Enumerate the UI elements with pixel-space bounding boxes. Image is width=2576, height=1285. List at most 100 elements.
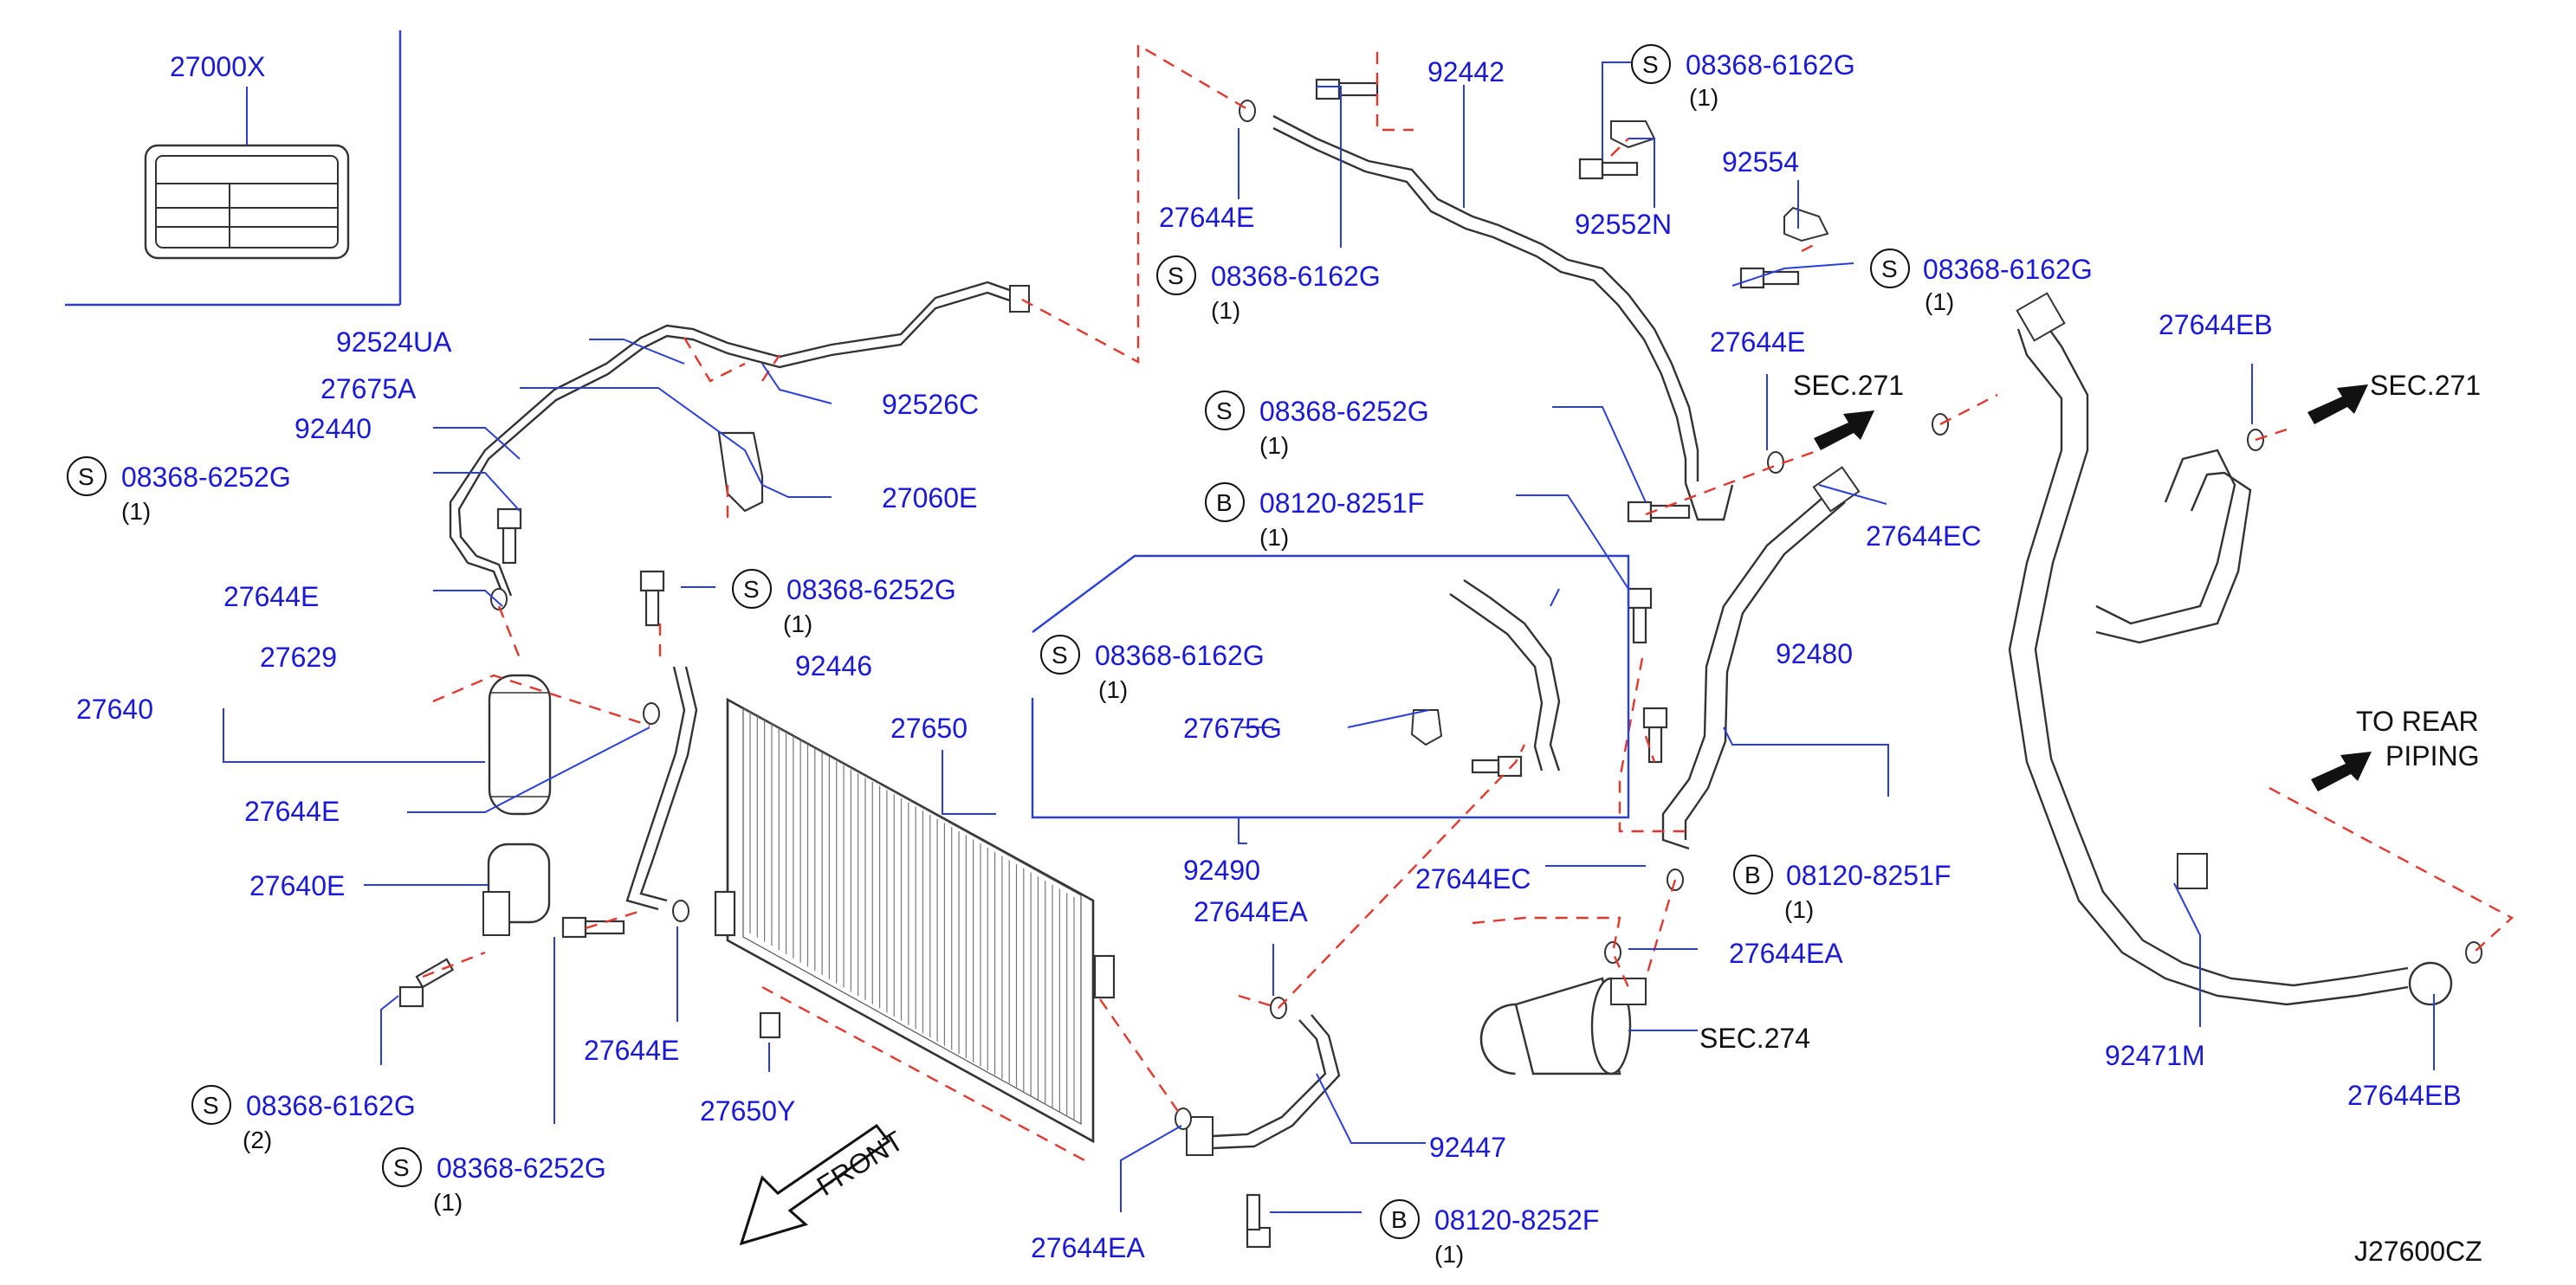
label-27650Y: 27650Y <box>700 1095 795 1127</box>
bolt-icons <box>398 78 1800 1249</box>
label-b-bottom: 08120-8252F <box>1434 1204 1599 1236</box>
label-27644EA-bottom: 27644EA <box>1031 1232 1145 1263</box>
label-sec271-right: SEC.271 <box>2370 370 2481 401</box>
mount-bushing-icon <box>759 1011 781 1039</box>
receiver-drier-27640 <box>488 674 552 816</box>
label-tag-part-number: 27000X <box>170 51 265 82</box>
pipe-27629 <box>625 666 698 911</box>
label-27644E-bottom: 27644E <box>584 1035 679 1066</box>
pipe-92442 <box>1272 114 1734 521</box>
label-92440: 92440 <box>294 413 372 444</box>
label-sec271-mid: SEC.271 <box>1793 370 1904 401</box>
svg-text:(1): (1) <box>1784 896 1814 923</box>
bolt-icon <box>496 507 522 530</box>
pipe-92440 <box>449 281 1030 598</box>
arrow-sec271-right-icon <box>2307 384 2368 424</box>
svg-text:(1): (1) <box>1925 288 1954 315</box>
label-s-top3: 08368-6162G <box>1923 254 2093 285</box>
svg-text:(1): (1) <box>1259 524 1289 551</box>
label-to-rear: TO REAR <box>2356 706 2479 737</box>
label-27644EB-top: 27644EB <box>2159 309 2273 340</box>
compressor-sec274 <box>1479 977 1647 1092</box>
arrow-to-rear-icon <box>2311 752 2372 791</box>
pipe-92490-detail <box>1449 579 1561 772</box>
label-92446-fragment: 92446 <box>795 650 872 681</box>
svg-text:S: S <box>1881 255 1898 282</box>
label-27644EA-mid: 27644EA <box>1194 896 1308 927</box>
label-92480-fragment: 92480 <box>1776 638 1853 669</box>
svg-text:(1): (1) <box>1689 84 1718 111</box>
arrow-sec271-mid-icon <box>1814 410 1874 450</box>
svg-text:S: S <box>203 1092 219 1119</box>
label-sec274: SEC.274 <box>1699 1023 1810 1054</box>
label-92554: 92554 <box>1722 146 1799 178</box>
label-b-mid2: 08120-8251F <box>1786 860 1951 891</box>
label-27644EC-mid: 27644EC <box>1415 863 1531 894</box>
pipe-92471M <box>2008 292 2453 1006</box>
assembly-dashed-lines <box>422 42 2515 1162</box>
svg-text:B: B <box>1744 862 1761 888</box>
pipe-92447 <box>1186 1014 1341 1156</box>
label-diagram-code: J27600CZ <box>2354 1236 2482 1267</box>
svg-text:B: B <box>1391 1206 1408 1233</box>
label-s-top1: 08368-6162G <box>1211 261 1381 292</box>
leader-lines <box>223 61 2435 1213</box>
detail-box-92490 <box>1031 554 1630 819</box>
bracket-92552N <box>1610 120 1656 149</box>
label-27644E-top: 27644E <box>1159 202 1254 233</box>
label-box-bolt: 08368-6162G <box>1095 640 1265 671</box>
label-27644EA-right: 27644EA <box>1729 938 1843 969</box>
label-27629-fragment: 27629 <box>260 642 337 673</box>
condenser-27650 <box>714 697 1116 1144</box>
label-27640E: 27640E <box>249 870 345 901</box>
label-92471M: 92471M <box>2105 1040 2205 1071</box>
svg-text:S: S <box>393 1154 410 1181</box>
label-piping: PIPING <box>2385 740 2479 772</box>
label-27644EC-top: 27644EC <box>1866 520 1981 552</box>
svg-text:(1): (1) <box>1259 432 1289 459</box>
label-92447: 92447 <box>1429 1132 1506 1163</box>
label-27060E: 27060E <box>882 482 977 513</box>
svg-text:(1): (1) <box>433 1189 463 1216</box>
label-27644E-right: 27644E <box>1710 326 1805 358</box>
label-27675G: 27675G <box>1183 713 1282 744</box>
label-27644EB-bottom: 27644EB <box>2347 1080 2462 1111</box>
label-27640: 27640 <box>76 694 153 725</box>
label-92552N: 92552N <box>1575 209 1672 240</box>
label-s-mid1: 08368-6252G <box>1259 396 1429 427</box>
label-s-bottom1: 08368-6162G <box>246 1090 416 1121</box>
svg-text:(1): (1) <box>1211 297 1240 324</box>
label-92526C: 92526C <box>882 389 979 420</box>
label-s-left1: 08368-6252G <box>121 462 291 493</box>
svg-text:(1): (1) <box>121 498 151 525</box>
label-27650: 27650 <box>890 713 968 744</box>
svg-text:(1): (1) <box>1098 676 1128 703</box>
labels: 92442 27644E S 08368-6162G (1) S 08368-6… <box>67 44 2482 1268</box>
arrow-icons <box>1814 384 2372 791</box>
label-27644E-left: 27644E <box>223 581 319 612</box>
label-tag-icon <box>144 144 350 260</box>
o-ring-icon <box>1239 100 1256 122</box>
label-92442: 92442 <box>1427 56 1505 87</box>
label-27644E-left2: 27644E <box>244 796 340 827</box>
svg-text:S: S <box>78 463 94 490</box>
front-arrow-icon <box>739 1123 891 1246</box>
label-27675A: 27675A <box>320 373 417 404</box>
label-92490: 92490 <box>1183 855 1260 886</box>
title-block: 27000X <box>65 30 402 307</box>
label-s-bottom2: 08368-6252G <box>437 1153 606 1184</box>
svg-text:(1): (1) <box>1434 1241 1464 1268</box>
svg-text:B: B <box>1216 489 1233 516</box>
svg-text:S: S <box>1216 397 1233 424</box>
label-b-mid1: 08120-8251F <box>1259 488 1424 519</box>
svg-text:S: S <box>1168 262 1184 289</box>
label-92524UA: 92524UA <box>336 326 452 358</box>
label-s-top2: 08368-6162G <box>1686 49 1855 81</box>
svg-text:S: S <box>1052 642 1068 668</box>
svg-text:S: S <box>1642 51 1659 78</box>
bracket-27675G <box>1410 709 1443 746</box>
svg-text:S: S <box>743 576 760 603</box>
bracket-92554 <box>1783 206 1829 242</box>
drier-bracket-27640E <box>482 843 551 936</box>
